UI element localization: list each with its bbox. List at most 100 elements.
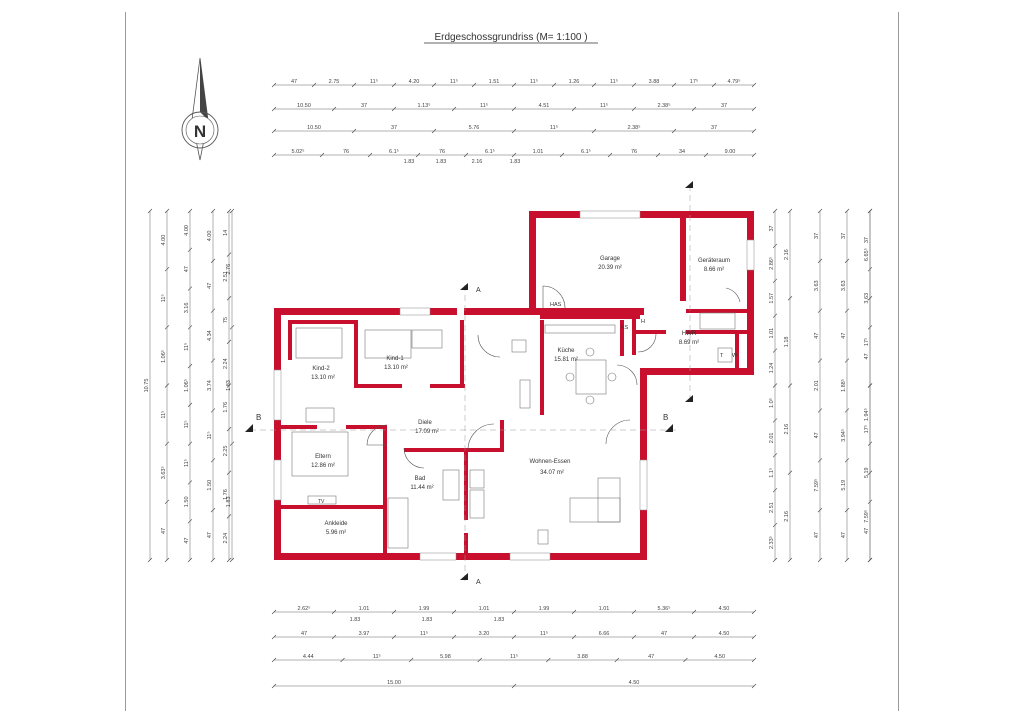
dim-right-col-4-tick bbox=[844, 458, 850, 463]
plan-title: Erdgeschossgrundriss (M= 1:100 ) bbox=[434, 32, 587, 43]
dim-left-col-5-tick bbox=[226, 296, 232, 301]
dim-left-col-1-label: 10.75 bbox=[144, 379, 150, 393]
dim-right-col-4-tick bbox=[844, 358, 850, 363]
dim-right-col-2-label: 2.16 bbox=[784, 511, 790, 522]
dim-left-col-3-tick bbox=[187, 519, 193, 524]
dim-top-sub-label: 1.83 bbox=[404, 159, 415, 165]
dim-bottom-row-1-tick bbox=[571, 609, 577, 615]
dim-right-col-5-label: 37 bbox=[864, 237, 870, 243]
dim-left-col-2-label: 11⁵ bbox=[160, 294, 167, 302]
dim-top-row-2-label: 10.50 bbox=[297, 103, 311, 109]
dim-bottom-row-3-label: 11⁵ bbox=[510, 653, 518, 660]
dim-right-col-6-label: 6.65⁵ bbox=[863, 248, 870, 261]
dim-top-row-3-label: 2.38⁵ bbox=[628, 124, 641, 131]
sheet-border-right bbox=[898, 12, 899, 711]
dim-left-col-2-tick bbox=[164, 266, 170, 272]
dim-right-col-3-tick bbox=[817, 557, 823, 563]
dim-left-col-6-label: 1.83 bbox=[226, 496, 232, 507]
dim-top-row-1-label: 47 bbox=[291, 79, 297, 85]
dim-bottom-row-1-tick bbox=[631, 609, 637, 615]
dim-top-row-4-tick bbox=[319, 152, 325, 158]
dim-right-col-2-label: 1.18 bbox=[784, 337, 790, 348]
dim-top-row-1-tick bbox=[311, 82, 317, 88]
dim-top-row-1-tick bbox=[351, 82, 357, 88]
dim-top-row-3-tick bbox=[351, 128, 357, 134]
dim-top-row-2-tick bbox=[631, 106, 637, 112]
dim-top-row-1-tick bbox=[671, 82, 677, 88]
dim-bottom-row-3-label: 4.44 bbox=[303, 654, 314, 660]
room-kind1-area: 13.10 m² bbox=[384, 365, 408, 371]
dim-right-col-4-tick bbox=[844, 507, 850, 513]
dim-left-col-3-label: 47 bbox=[184, 538, 190, 544]
dim-right-col-4-label: 3.94⁵ bbox=[840, 429, 847, 442]
dim-top-row-2-label: 1.13⁵ bbox=[418, 102, 431, 109]
dim-top-row-1-tick bbox=[471, 82, 477, 88]
dim-top-row-4-tick bbox=[463, 152, 469, 158]
dim-top-sub-label: 1.83 bbox=[436, 159, 447, 165]
dim-right-col-1-tick bbox=[772, 208, 778, 214]
dim-left-col-3-label: 47 bbox=[184, 266, 190, 272]
dim-right-col-6-label: 7.59⁵ bbox=[863, 510, 870, 523]
windows bbox=[273, 210, 755, 561]
dim-left-col-5-label: 2.24 bbox=[223, 533, 229, 544]
dim-top-row-1-label: 4.79⁵ bbox=[728, 78, 741, 85]
dim-bottom-row-3-tick bbox=[751, 657, 757, 663]
dim-right-col-5-label: 5.19 bbox=[864, 467, 870, 478]
dim-bottom-row-1-label: 1.01 bbox=[599, 606, 610, 612]
dim-right-col-2-tick bbox=[787, 470, 793, 475]
furniture bbox=[291, 312, 736, 549]
dim-top-row-1-tick bbox=[551, 82, 557, 88]
dim-bottom-row-3-tick bbox=[614, 657, 620, 663]
dim-right-col-4-label: 1.88⁵ bbox=[840, 379, 847, 392]
dim-top-row-4-tick bbox=[511, 152, 517, 158]
dim-bottom-sub-label: 1.83 bbox=[422, 617, 433, 623]
dim-bottom-row-2-tick bbox=[751, 634, 757, 640]
dim-bottom-row-1-label: 4.50 bbox=[719, 606, 730, 612]
dim-left-col-3-label: 11⁵ bbox=[183, 459, 190, 467]
fixture-tv: TV bbox=[318, 499, 325, 505]
dim-top-row-1-label: 11⁵ bbox=[370, 78, 378, 85]
dim-bottom-row-1-tick bbox=[751, 609, 757, 615]
dim-right-col-3-label: 7.59⁵ bbox=[813, 479, 820, 492]
room-kind2-name: Kind-2 bbox=[312, 366, 330, 372]
dim-top-row-1-label: 17⁵ bbox=[690, 78, 698, 85]
dim-top-row-2-tick bbox=[271, 106, 277, 112]
dim-right-col-2-label: 2.16 bbox=[784, 424, 790, 435]
dim-top-row-1-tick bbox=[591, 82, 597, 88]
fixture-h: H bbox=[641, 319, 645, 325]
dim-right-col-3-tick bbox=[817, 458, 823, 463]
room-bad-area: 11.44 m² bbox=[410, 485, 433, 491]
dim-left-col-4-tick bbox=[210, 258, 216, 264]
dim-right-col-6-tick bbox=[867, 557, 873, 563]
dim-left-col-2-tick bbox=[164, 325, 170, 330]
dim-top-row-1-tick bbox=[391, 82, 397, 88]
dim-left-col-4-tick bbox=[210, 408, 216, 413]
dim-left-col-4-label: 3.74 bbox=[207, 380, 213, 391]
dim-left-col-5-label: 2.25 bbox=[223, 446, 229, 457]
dim-top-row-4-tick bbox=[655, 152, 661, 158]
dim-right-col-6-label: 17⁵ bbox=[863, 425, 870, 433]
dim-left-col-3-label: 4.00 bbox=[184, 225, 190, 236]
dim-bottom-row-1-label: 1.01 bbox=[479, 606, 490, 612]
dim-bottom-row-2-tick bbox=[691, 634, 697, 640]
room-garage-name: Garage bbox=[600, 256, 621, 262]
dim-top-row-4-label: 1.01 bbox=[533, 149, 544, 155]
dim-left-col-2-tick bbox=[164, 499, 170, 505]
dim-right-col-1-tick bbox=[772, 383, 778, 388]
room-geraeteraum-name: Geräteraum bbox=[698, 258, 730, 264]
room-kind2-area: 13.10 m² bbox=[311, 375, 335, 381]
dim-right-col-3-label: 47 bbox=[814, 532, 820, 538]
dim-bottom-row-2-label: 11⁵ bbox=[420, 630, 428, 637]
fixture-t: T bbox=[720, 353, 724, 359]
dim-left-col-5-tick bbox=[226, 470, 232, 475]
dim-left-col-5-label: 2.51 bbox=[223, 271, 229, 282]
dim-top-row-2-label: 2.38⁵ bbox=[658, 102, 671, 109]
dim-right-col-4-tick bbox=[844, 408, 850, 413]
dim-bottom-row-2-tick bbox=[631, 634, 637, 640]
dim-bottom-row-1-tick bbox=[451, 609, 457, 615]
dim-left-col-3-label: 11⁵ bbox=[183, 420, 190, 428]
dim-right-col-5-label: 3.63 bbox=[864, 293, 870, 304]
dim-bottom-row-4-label: 4.50 bbox=[629, 680, 640, 686]
dim-top-row-4-label: 6.1⁵ bbox=[485, 148, 495, 155]
dim-left-col-1-tick bbox=[147, 208, 153, 214]
